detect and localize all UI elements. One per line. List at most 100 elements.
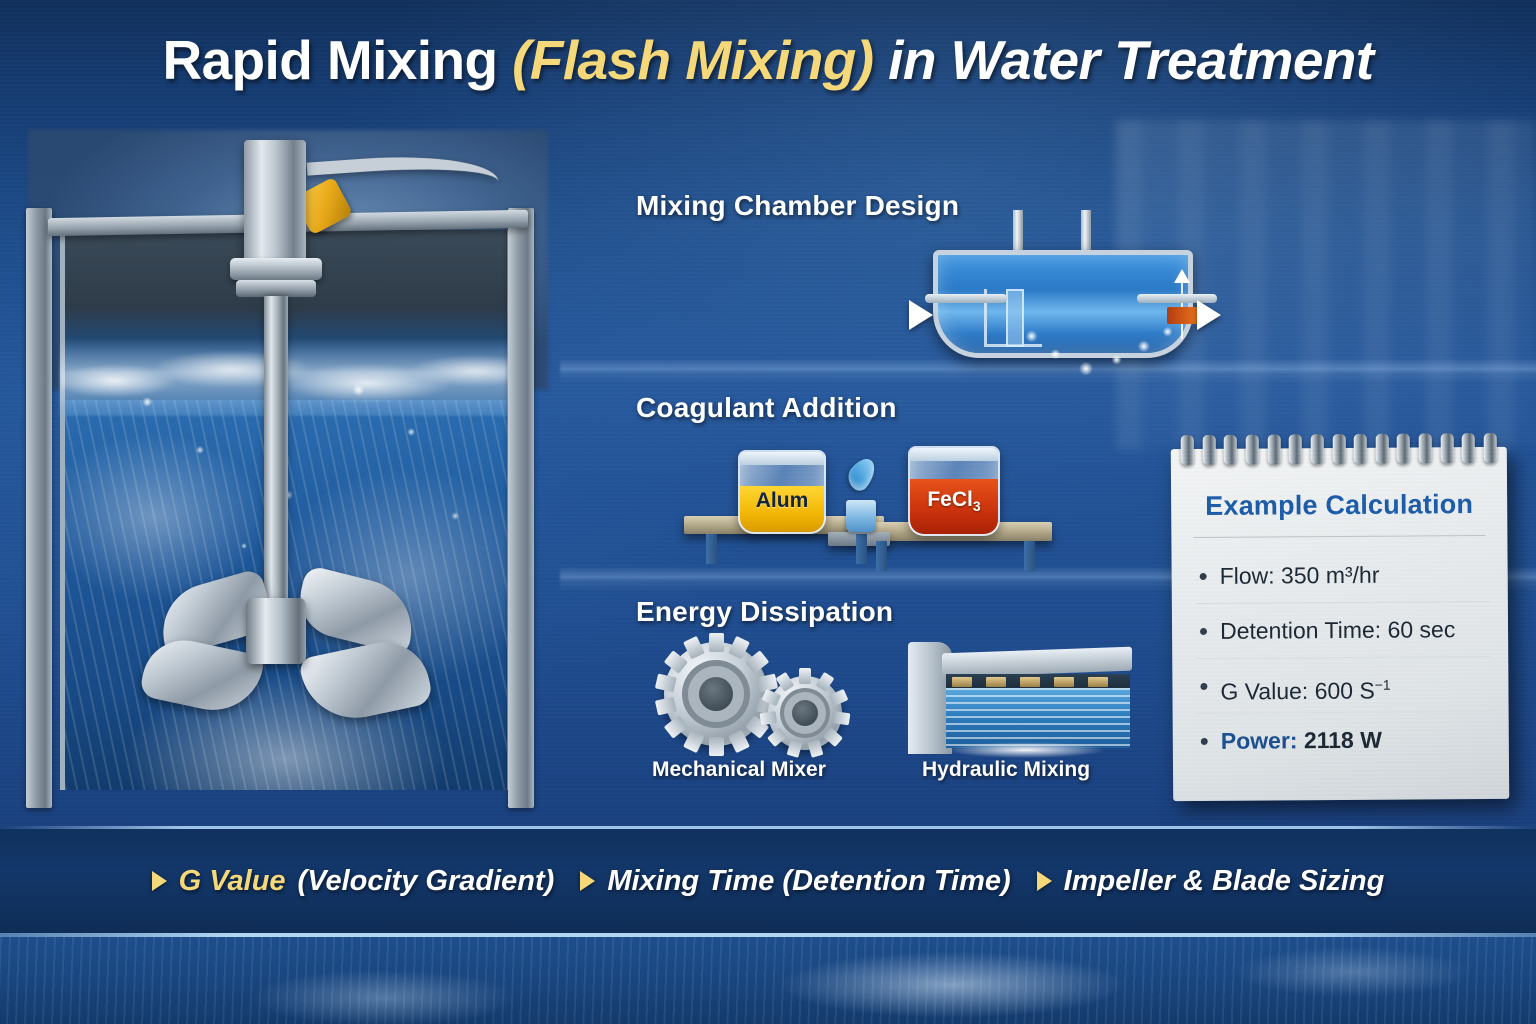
notepad-item-power: Power: 2118 W xyxy=(1197,712,1491,769)
sample-cup xyxy=(846,500,876,532)
gear-small-hub xyxy=(792,700,818,726)
bench-leg xyxy=(876,541,887,571)
bench-leg xyxy=(706,534,717,564)
notepad-spiral-binding xyxy=(1171,432,1507,466)
chamber-inlet-pipe xyxy=(925,294,1007,303)
weir-gate xyxy=(1054,677,1074,687)
gear-tooth xyxy=(663,650,688,674)
banner-bottom-divider xyxy=(0,933,1536,937)
weir-deck xyxy=(942,646,1132,678)
banner-item-label: Mixing Time (Detention Time) xyxy=(607,864,1011,897)
gear-small-icon xyxy=(759,668,851,758)
fecl3-jar-cap xyxy=(910,448,998,461)
gear-tooth xyxy=(682,729,705,754)
impeller-shaft xyxy=(264,296,288,616)
gear-tooth xyxy=(708,633,724,652)
chamber-tank-cross-section xyxy=(933,250,1193,381)
gear-tooth xyxy=(799,668,811,684)
outlet-arrow-icon xyxy=(1197,300,1221,330)
spiral-ring xyxy=(1310,434,1324,465)
mixing-tank-illustration xyxy=(8,130,568,830)
banner-item-suffix: (Velocity Gradient) xyxy=(297,864,555,897)
banner-top-divider xyxy=(0,826,1536,829)
notepad-item-key: Detention Time: xyxy=(1219,616,1382,644)
gear-tooth xyxy=(654,673,677,693)
alum-jar-label: Alum xyxy=(755,488,809,512)
gear-tooth xyxy=(744,650,769,674)
gear-tooth xyxy=(767,727,788,748)
title-part-main: Rapid Mixing xyxy=(162,29,513,91)
weir-gates xyxy=(946,674,1130,690)
example-calculation-notepad: Example Calculation Flow: 350 m³/hr Dete… xyxy=(1170,432,1510,802)
gear-tooth xyxy=(822,727,843,748)
notepad-item-list: Flow: 350 m³/hr Detention Time: 60 sec G… xyxy=(1195,546,1491,769)
gear-tooth xyxy=(786,739,803,758)
motor-collar-lower xyxy=(236,280,316,297)
notepad-item-value: 600 S xyxy=(1308,677,1375,704)
gear-tooth xyxy=(682,635,705,660)
motor-collar-upper xyxy=(230,258,322,280)
outlet-flow-highlight xyxy=(1167,307,1201,324)
section-heading-mixing-chamber: Mixing Chamber Design xyxy=(636,190,960,221)
spiral-ring xyxy=(1288,434,1303,465)
title-part-tail: in Water Treatment xyxy=(873,29,1374,91)
gear-large-icon xyxy=(654,633,778,756)
banner-item-label: Impeller & Blade Sizing xyxy=(1063,864,1385,897)
bullet-icon xyxy=(1200,737,1208,745)
gear-large-hub xyxy=(699,677,733,711)
mixing-chamber-diagram xyxy=(905,210,1235,381)
notepad-item-g-value: G Value: 600 S−1 xyxy=(1196,656,1491,715)
spiral-ring xyxy=(1440,433,1454,464)
mixer-motor xyxy=(244,140,306,265)
notepad-item-value: 350 m³/hr xyxy=(1274,561,1380,589)
title-part-accent: (Flash Mixing) xyxy=(512,29,874,91)
spiral-ring xyxy=(1483,432,1497,463)
notepad-item-value: 2118 W xyxy=(1297,726,1382,754)
weir-gate xyxy=(952,677,972,687)
weir-foam xyxy=(922,742,1130,758)
spiral-ring xyxy=(1332,433,1346,465)
tank-frame-left xyxy=(26,208,52,808)
chamber-outlet-pipe xyxy=(1137,294,1217,303)
page-title: Rapid Mixing (Flash Mixing) in Water Tre… xyxy=(0,28,1536,92)
spiral-ring xyxy=(1397,433,1411,464)
notepad-item-key: Power: xyxy=(1220,727,1298,754)
triangle-bullet-icon xyxy=(580,871,596,891)
hydraulic-weir-icon xyxy=(908,636,1132,758)
triangle-bullet-icon xyxy=(1036,871,1052,891)
inlet-arrow-icon xyxy=(909,300,933,330)
floc-particles xyxy=(1018,325,1188,381)
gear-tooth xyxy=(727,729,750,754)
notepad-item-exponent: −1 xyxy=(1374,676,1391,693)
fecl3-jar-fill xyxy=(910,478,998,534)
weir-gate xyxy=(1088,677,1108,687)
weir-gate xyxy=(1020,677,1040,687)
gear-tooth xyxy=(832,711,851,726)
gear-tooth xyxy=(828,688,849,707)
fecl3-jar-label: FeCl3 xyxy=(910,488,998,514)
energy-dissipation-icons xyxy=(640,630,1160,800)
banner-item-impeller-sizing[interactable]: Impeller & Blade Sizing xyxy=(1036,864,1385,898)
alum-jar: Alum xyxy=(738,450,826,534)
banner-item-label: G Value xyxy=(178,864,286,897)
section-heading-energy-dissipation: Energy Dissipation xyxy=(636,596,894,627)
bench-leg xyxy=(856,534,867,564)
fecl3-formula-base: FeCl xyxy=(927,487,973,511)
banner-item-g-value[interactable]: G Value (Velocity Gradient) xyxy=(151,864,555,898)
gear-tooth xyxy=(654,696,677,716)
triangle-bullet-icon xyxy=(151,871,167,891)
notepad-item-key: Flow: xyxy=(1219,562,1275,589)
alum-jar-cap xyxy=(740,452,824,465)
gear-tooth xyxy=(815,671,835,692)
notepad-item-value: 60 sec xyxy=(1381,616,1456,643)
caption-hydraulic-mixing: Hydraulic Mixing xyxy=(922,758,1091,781)
spiral-ring xyxy=(1223,434,1238,465)
gear-tooth xyxy=(708,737,724,756)
notepad-item-detention-time: Detention Time: 60 sec xyxy=(1195,601,1491,660)
gear-tooth xyxy=(663,715,688,739)
fecl3-jar: FeCl3 xyxy=(908,446,1000,536)
banner-item-mixing-time[interactable]: Mixing Time (Detention Time) xyxy=(580,864,1011,898)
fecl3-formula-subscript: 3 xyxy=(972,497,981,514)
notepad-title-rule xyxy=(1193,534,1486,539)
